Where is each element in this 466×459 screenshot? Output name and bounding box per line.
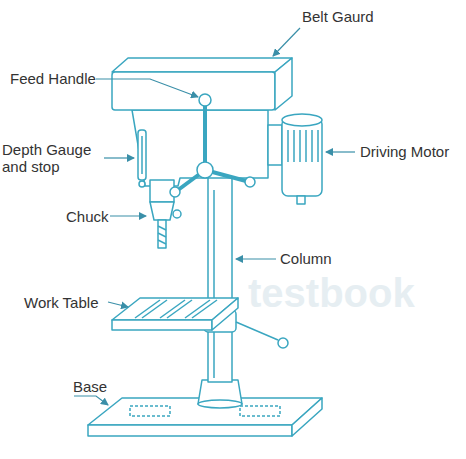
leader-line xyxy=(96,79,198,97)
part-label: Column xyxy=(280,250,332,267)
part-label: Base xyxy=(73,378,107,395)
part-label: Work Table xyxy=(24,294,98,311)
watermark: testbook xyxy=(248,270,415,316)
part-label: Driving Motor xyxy=(360,143,449,160)
leader-line xyxy=(104,157,134,158)
leader-line xyxy=(108,302,128,307)
leader-line xyxy=(273,28,300,56)
part-label: Depth Gauge and stop xyxy=(2,141,102,175)
leader-line xyxy=(236,258,276,259)
leader-line xyxy=(110,215,146,216)
part-label: Belt Gaurd xyxy=(302,8,374,25)
leader-line xyxy=(326,151,355,152)
part-label: Chuck xyxy=(66,208,109,225)
part-label: Feed Handle xyxy=(10,70,96,87)
leader-line xyxy=(74,396,108,405)
